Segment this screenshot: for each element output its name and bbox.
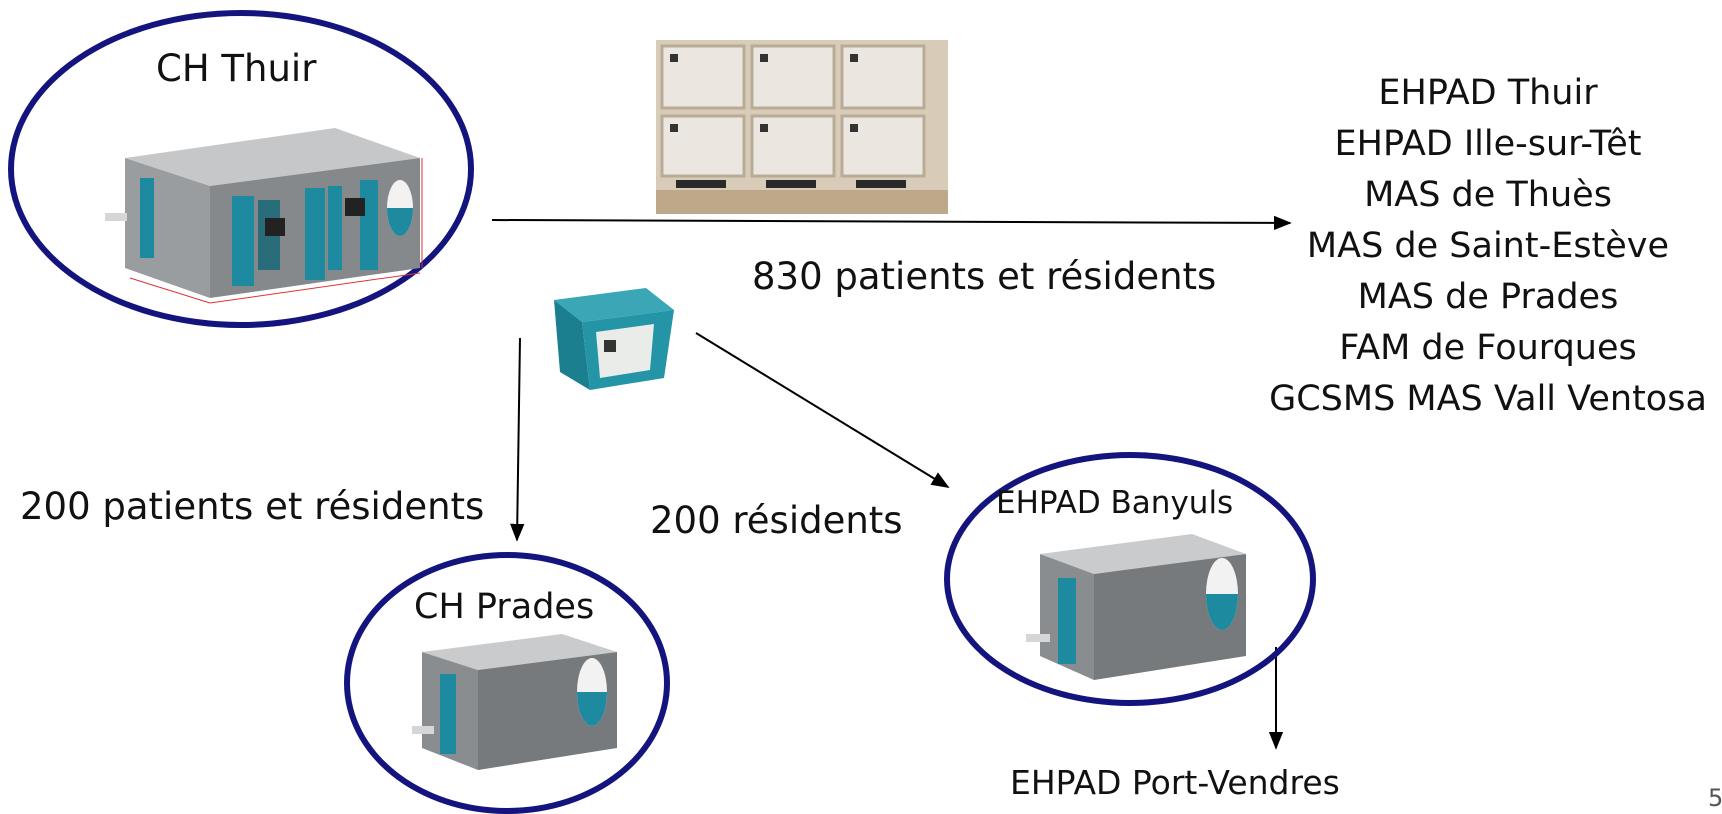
banyuls-dispensing-machine: [1026, 534, 1246, 680]
ch-thuir-ellipse: [8, 10, 474, 328]
ch-prades-ellipse: [344, 552, 670, 814]
arrow-thuir-to-prades: [510, 337, 525, 542]
ehpad-banyuls-label: EHPAD Banyuls: [996, 485, 1234, 521]
transport-box: [554, 288, 674, 390]
site-item: FAM de Fourques: [1339, 328, 1637, 368]
site-item: EHPAD Thuir: [1378, 73, 1598, 113]
port-vendres-label: EHPAD Port-Vendres: [1010, 763, 1340, 802]
flow-label-thuir-prades: 200 patients et résidents: [20, 485, 485, 528]
arrow-thuir-to-banyuls: [695, 332, 950, 488]
site-item: GCSMS MAS Vall Ventosa: [1269, 379, 1707, 419]
prades-dispensing-machine: [412, 634, 617, 770]
ch-prades-label: CH Prades: [414, 587, 595, 627]
site-item: MAS de Saint-Estève: [1306, 226, 1670, 266]
site-item: MAS de Prades: [1357, 277, 1619, 317]
pouch-tray-photo: [656, 40, 948, 214]
ehpad-banyuls-ellipse: [944, 452, 1316, 706]
thuir-site-list: EHPAD Thuir EHPAD Ille-sur-Têt MAS de Th…: [1268, 68, 1708, 425]
site-item: EHPAD Ille-sur-Têt: [1334, 124, 1642, 164]
flow-label-thuir-banyuls: 200 résidents: [650, 499, 903, 542]
flow-label-thuir-sites: 830 patients et résidents: [752, 255, 1217, 298]
page-number: 5: [1708, 784, 1722, 812]
large-dispensing-machine: [105, 128, 423, 304]
arrow-thuir-to-sites: [491, 215, 1292, 231]
ch-thuir-label: CH Thuir: [156, 47, 317, 90]
site-item: MAS de Thuès: [1364, 175, 1612, 215]
